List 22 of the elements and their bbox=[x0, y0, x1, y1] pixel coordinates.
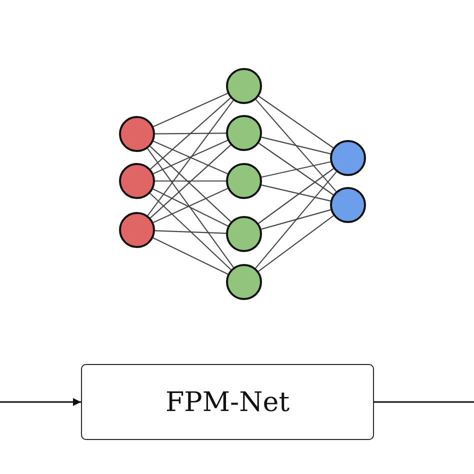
connection-line bbox=[155, 132, 226, 134]
connection-line bbox=[261, 161, 331, 178]
connection-line bbox=[153, 92, 228, 128]
connection-line bbox=[155, 180, 226, 182]
connection-line bbox=[258, 168, 334, 224]
connection-line bbox=[258, 96, 334, 148]
connection-line bbox=[261, 136, 331, 154]
process-box bbox=[81, 364, 374, 440]
box-label: FPM-Net bbox=[165, 386, 290, 418]
connection-line bbox=[255, 99, 337, 192]
connection-line bbox=[261, 209, 331, 230]
connection-line bbox=[147, 100, 234, 216]
connection-line bbox=[152, 237, 228, 275]
connection-line bbox=[258, 215, 334, 272]
arrow bbox=[0, 398, 81, 406]
connection-line bbox=[258, 142, 334, 196]
connection-line bbox=[255, 171, 337, 269]
connection-line bbox=[147, 148, 234, 268]
connection-line bbox=[261, 184, 331, 202]
connection-line bbox=[150, 192, 232, 270]
connection-line bbox=[154, 230, 226, 234]
connection-line bbox=[150, 98, 231, 170]
